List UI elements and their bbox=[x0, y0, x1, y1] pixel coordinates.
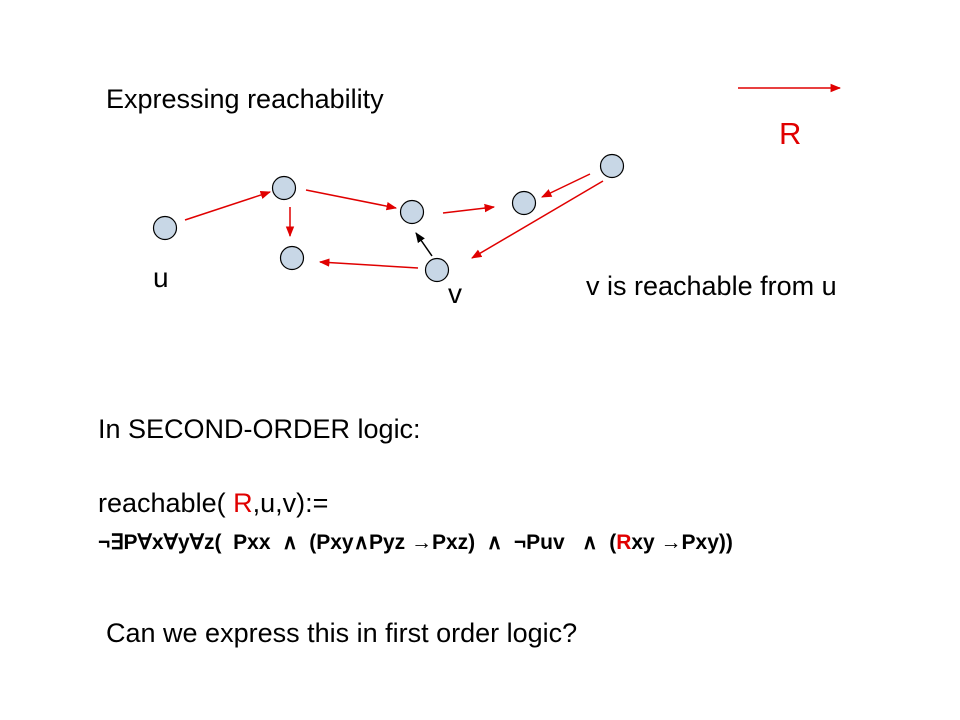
slide-title: Expressing reachability bbox=[106, 84, 384, 114]
edge-n7-v bbox=[471, 180, 604, 259]
edge-v-n3 bbox=[415, 232, 433, 257]
definition-prefix: reachable( bbox=[98, 488, 234, 518]
edge-n3-n4 bbox=[442, 203, 496, 214]
edge-u-n2 bbox=[184, 190, 271, 221]
second-order-heading: In SECOND-ORDER logic: bbox=[98, 414, 421, 444]
node-label-v: v bbox=[448, 278, 462, 309]
reachability-caption: v is reachable from u bbox=[586, 271, 837, 301]
definition-relation: R bbox=[233, 488, 253, 518]
node-n2 bbox=[271, 175, 297, 201]
node-n5 bbox=[279, 245, 305, 271]
edge-n2-n3 bbox=[305, 189, 398, 211]
legend-label: R bbox=[779, 116, 802, 151]
formula-part1: ¬∃P∀x∀y∀z( Pxx ∧ (Pxy∧Pyz →Pxz) ∧ ¬Puv ∧… bbox=[98, 531, 617, 554]
node-u bbox=[152, 215, 178, 241]
formula-relation: R bbox=[616, 531, 632, 554]
node-v bbox=[424, 257, 450, 283]
node-label-u: u bbox=[153, 262, 169, 293]
definition-line: reachable( R,u,v):= bbox=[98, 490, 328, 517]
definition-suffix: ,u,v):= bbox=[252, 488, 329, 518]
second-order-formula: ¬∃P∀x∀y∀z( Pxx ∧ (Pxy∧Pyz →Pxz) ∧ ¬Puv ∧… bbox=[98, 532, 733, 553]
edge-v-n5 bbox=[318, 258, 419, 269]
edge-n7-n4 bbox=[541, 173, 591, 198]
node-n3 bbox=[399, 199, 425, 225]
first-order-question: Can we express this in first order logic… bbox=[106, 618, 578, 648]
formula-part2: xy →Pxy)) bbox=[631, 531, 733, 554]
node-n7 bbox=[599, 153, 625, 179]
node-n4 bbox=[511, 190, 537, 216]
